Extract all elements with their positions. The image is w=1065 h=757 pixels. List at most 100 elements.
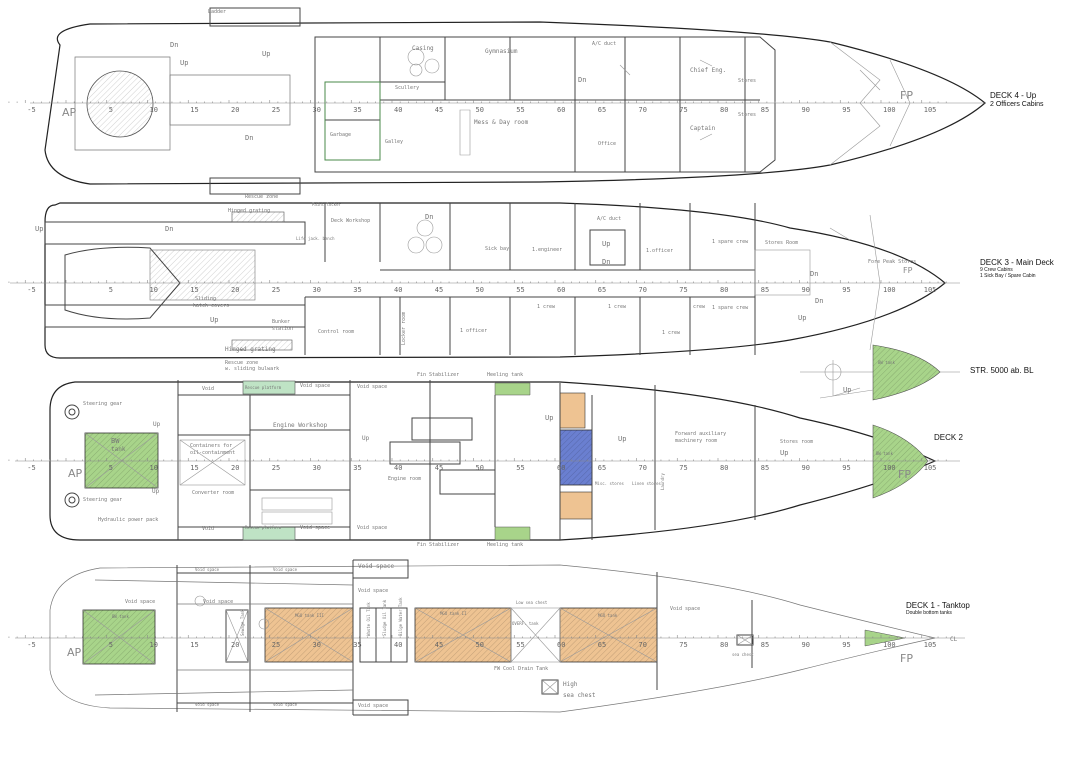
deck3-room-label: Up bbox=[602, 240, 610, 248]
str-5000-plan bbox=[800, 344, 960, 401]
deck4-room-label: Up bbox=[180, 59, 188, 67]
deck2-room-label: Heeling tank bbox=[487, 542, 523, 548]
deck3-room-label: Fore Peak Stores bbox=[868, 259, 916, 265]
deck4-room-label: A/C duct bbox=[592, 41, 616, 47]
frame-number-label: 85 bbox=[761, 641, 769, 649]
deck3-room-label: 1 crew bbox=[662, 330, 681, 336]
deck3-room-label: Sliding bbox=[195, 296, 216, 302]
deck4-room-label: Casing bbox=[412, 45, 434, 52]
deck3-room-label: 1 crew bbox=[608, 304, 627, 310]
frame-number-label: 35 bbox=[353, 641, 361, 649]
deck1-room-label: Void space bbox=[125, 599, 155, 605]
frame-number-label: 60 bbox=[557, 641, 565, 649]
deck3-room-label: 1 spare crew bbox=[712, 239, 749, 245]
deck2-room-label: BW tank bbox=[876, 451, 893, 456]
deck3-room-label: Bunker bbox=[272, 319, 290, 325]
deck-4-subtitle: 2 Officers Cabins bbox=[990, 101, 1044, 108]
deck2-room-label: Void bbox=[202, 386, 214, 392]
deck4-room-label: Garbage bbox=[330, 132, 351, 138]
frame-number-label: 90 bbox=[802, 106, 810, 114]
deck1-room-label: Sewage Tank bbox=[240, 609, 245, 636]
frame-number-label: 55 bbox=[516, 286, 524, 294]
deck3-room-label: Deck Workshop bbox=[331, 218, 370, 224]
deck2-room-label: Up bbox=[362, 435, 370, 442]
deck1-room-label: Void space bbox=[273, 702, 298, 707]
frame-number-label: 85 bbox=[761, 106, 769, 114]
frame-number-label: 70 bbox=[639, 106, 647, 114]
frame-number-label: 20 bbox=[231, 464, 239, 472]
frame-number-label: 45 bbox=[435, 641, 443, 649]
deck3-room-label: Hinged grating bbox=[228, 208, 270, 214]
frame-number-label: 60 bbox=[557, 106, 565, 114]
frame-number-label: 5 bbox=[109, 464, 113, 472]
frame-number-label: 65 bbox=[598, 286, 606, 294]
deck4-room-label: Scullery bbox=[395, 85, 419, 91]
frame-number-label: 105 bbox=[924, 286, 937, 294]
deck4-room-label: Stores bbox=[738, 78, 756, 84]
frame-number-label: 75 bbox=[679, 106, 687, 114]
deck-1-subtitle: Double bottom tanks bbox=[906, 610, 952, 616]
frame-number-label: 105 bbox=[924, 464, 937, 472]
deck1-room-label: Void space bbox=[273, 567, 298, 572]
deck2-room-label: Up bbox=[545, 414, 553, 422]
deck1-room-label: AP bbox=[67, 646, 82, 659]
deck2-room-label: Void space bbox=[357, 525, 387, 531]
deck1-room-label: Bilge Water Tank bbox=[398, 597, 403, 636]
frame-number-label: 10 bbox=[150, 286, 158, 294]
deck2-room-label: Up bbox=[153, 421, 161, 428]
deck1-room-label: sea chest bbox=[732, 652, 754, 657]
deck2-room-label: Void space bbox=[300, 383, 330, 389]
deck3-room-label: 1 spare crew bbox=[712, 305, 749, 311]
frame-number-label: 95 bbox=[842, 464, 850, 472]
deck1-room-label: OVERF. tank bbox=[512, 621, 539, 626]
deck3-room-label: 1 officer bbox=[460, 328, 487, 334]
deck-3-hull bbox=[44, 202, 946, 359]
deck1-room-label: CL bbox=[950, 636, 958, 643]
frame-number-label: 30 bbox=[313, 286, 321, 294]
deck1-room-label: Void space bbox=[195, 567, 220, 572]
frame-number-label: -5 bbox=[27, 641, 35, 649]
deck4-room-label: Up bbox=[262, 50, 270, 58]
frame-number-label: 75 bbox=[679, 286, 687, 294]
deck2-room-label: Steering gear bbox=[83, 401, 122, 407]
frame-number-label: 65 bbox=[598, 464, 606, 472]
frame-number-label: 10 bbox=[150, 106, 158, 114]
deck2-room-label: Misc. stores bbox=[595, 481, 624, 486]
frame-number-label: -5 bbox=[27, 464, 35, 472]
frame-number-label: 35 bbox=[353, 106, 361, 114]
frame-number-label: 30 bbox=[313, 106, 321, 114]
frame-number-label: 35 bbox=[353, 464, 361, 472]
deck-3-subtitle-1: 9 Crew Cabins bbox=[980, 267, 1013, 273]
str-room-label: Up bbox=[843, 386, 851, 394]
deck1-room-label: FP bbox=[900, 652, 913, 665]
deck4-room-label: Stores bbox=[738, 112, 756, 118]
deck1-room-label: MGO tank III bbox=[295, 613, 324, 618]
frame-number-label: 50 bbox=[476, 286, 484, 294]
frame-number-label: 20 bbox=[231, 106, 239, 114]
deck4-room-label: Galley bbox=[385, 139, 403, 145]
frame-number-label: 40 bbox=[394, 106, 402, 114]
deck2-room-label: Rescue platform bbox=[245, 525, 282, 530]
deck3-room-label: FP bbox=[903, 266, 913, 275]
deck2-room-label: Laundry bbox=[660, 473, 665, 490]
deck4-room-label: Captain bbox=[690, 125, 716, 132]
frame-number-label: 55 bbox=[516, 641, 524, 649]
deck-3-title-block: DECK 3 - Main Deck 9 Crew Cabins 1 Sick … bbox=[980, 258, 1054, 279]
frame-number-label: 40 bbox=[394, 286, 402, 294]
frame-number-label: -5 bbox=[27, 286, 35, 294]
deck4-room-label: FP bbox=[900, 89, 913, 102]
frame-number-label: 105 bbox=[924, 106, 937, 114]
frame-number-label: 70 bbox=[639, 641, 647, 649]
str-5000-title: STR. 5000 ab. BL bbox=[970, 366, 1034, 375]
frame-number-label: 90 bbox=[802, 286, 810, 294]
deck3-room-label: Dn bbox=[425, 213, 433, 221]
deck2-room-label: tank bbox=[111, 446, 126, 453]
deck2-room-label: Fin Stabilizer bbox=[417, 542, 459, 548]
deck1-room-label: MGO tank II bbox=[440, 611, 467, 616]
deck4-room-label: Gymnasium bbox=[485, 48, 518, 55]
frame-number-label: 80 bbox=[720, 641, 728, 649]
deck3-room-label: Paint locker bbox=[312, 202, 341, 207]
frame-number-label: 95 bbox=[842, 641, 850, 649]
